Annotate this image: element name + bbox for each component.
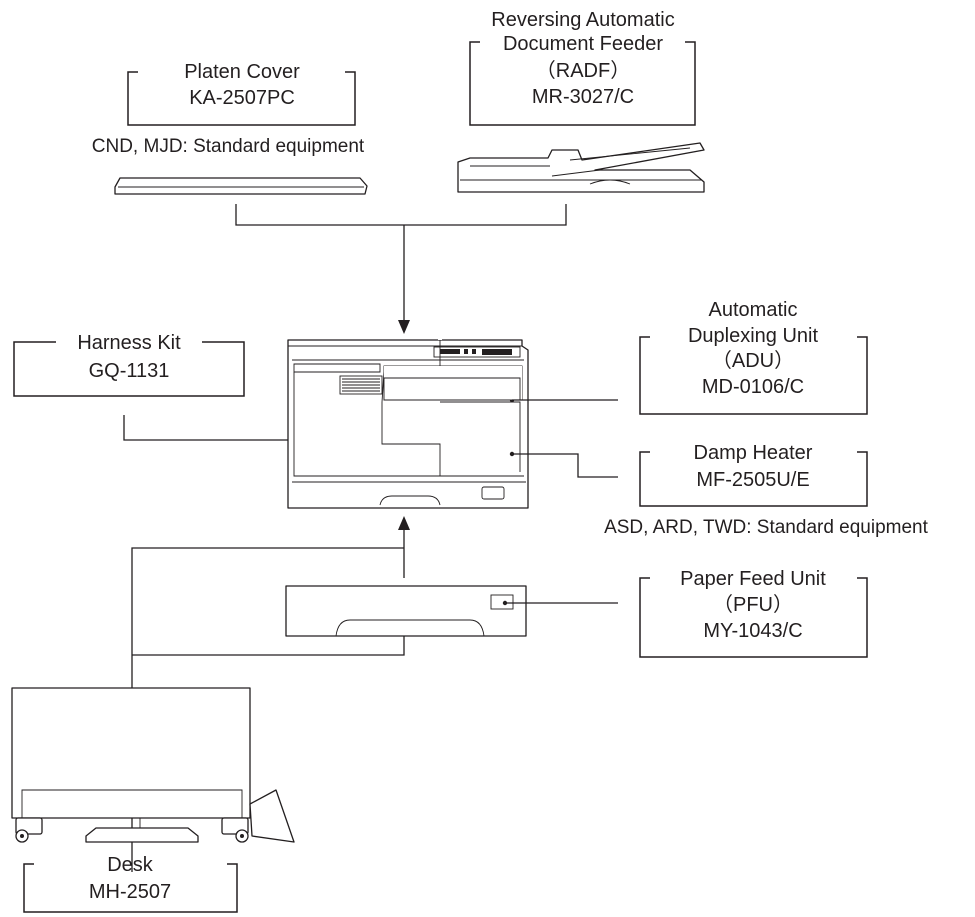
pfu-device <box>285 585 527 637</box>
damp-heater-label: Damp Heater MF-2505U/E <box>639 442 868 507</box>
radf-model: MR-3027/C <box>532 86 634 108</box>
adu-name-line2: Duplexing Unit <box>688 325 819 347</box>
damp-heater-standard-note: ASD, ARD, TWD: Standard equipment <box>604 517 929 538</box>
pfu-model: MY-1043/C <box>703 620 802 642</box>
radf-name-line1: Reversing Automatic <box>491 9 674 31</box>
damp-heater-model: MF-2505U/E <box>696 469 809 491</box>
damp-heater-name: Damp Heater <box>694 442 813 464</box>
desk-label: Desk MH-2507 <box>23 854 238 913</box>
platen-cover-device <box>114 177 368 195</box>
desk-device <box>11 687 295 843</box>
platen-cover-label: Platen Cover KA-2507PC <box>127 61 356 126</box>
radf-name-line2: Document Feeder <box>503 33 663 55</box>
adu-label: Duplexing Unit （ADU） MD-0106/C <box>639 325 868 415</box>
pfu-label: Paper Feed Unit （PFU） MY-1043/C <box>639 568 868 658</box>
top-connectors <box>235 204 567 334</box>
radf-device <box>457 142 705 193</box>
copier-vent-grille <box>339 375 383 395</box>
desk-caster-left <box>15 817 43 843</box>
adu-abbr: （ADU） <box>712 349 794 372</box>
copier-main-unit <box>287 300 529 509</box>
desk-caster-right <box>221 817 249 843</box>
radf-label: Document Feeder （RADF） MR-3027/C <box>469 33 696 126</box>
pfu-abbr: （PFU） <box>713 593 793 616</box>
arrow-down <box>398 320 410 334</box>
platen-cover-model: KA-2507PC <box>189 87 295 109</box>
desk-model: MH-2507 <box>89 881 171 903</box>
platen-cover-standard-note: CND, MJD: Standard equipment <box>92 136 365 157</box>
pfu-name: Paper Feed Unit <box>680 568 826 590</box>
harness-kit-model: GQ-1131 <box>89 360 170 382</box>
arrow-up <box>398 516 410 530</box>
harness-kit-name: Harness Kit <box>77 332 181 354</box>
desk-name: Desk <box>107 854 154 876</box>
adu-model: MD-0106/C <box>702 376 804 398</box>
harness-kit-label: Harness Kit GQ-1131 <box>13 332 245 397</box>
platen-cover-name: Platen Cover <box>184 61 300 83</box>
adu-name-line1: Automatic <box>709 299 798 321</box>
radf-abbr: （RADF） <box>536 59 630 82</box>
